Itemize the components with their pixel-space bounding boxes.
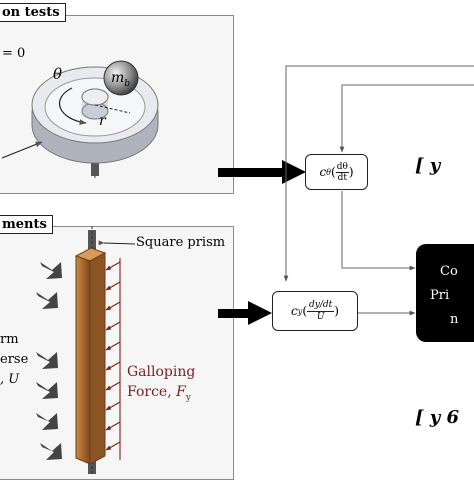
rotary-device <box>1 60 159 178</box>
square-prism <box>74 226 136 474</box>
square-prism-label: Square prism <box>136 235 226 250</box>
theta-label: θ <box>53 65 63 83</box>
radius-label: r <box>99 113 106 129</box>
feedback-lines <box>283 65 474 316</box>
wind-panel-title: ments <box>0 215 53 234</box>
flow-label-1: rm <box>0 332 19 347</box>
flow-arrows <box>36 262 62 460</box>
rotary-panel-title: on tests <box>0 3 66 22</box>
flow-label-3: , U <box>0 372 20 387</box>
galloping-label: Galloping <box>127 364 196 380</box>
initial-condition: = 0 <box>2 46 26 61</box>
output-vector-top: [ y <box>415 155 441 176</box>
galloping-force-label: Force, Fy <box>127 384 191 403</box>
output-vector-bottom: [ y 6 <box>415 407 460 428</box>
model-block: Co Pri n <box>416 244 474 342</box>
galloping-force-arrows <box>105 258 121 460</box>
wind-test-panel <box>0 226 234 480</box>
input-arrows <box>218 160 306 325</box>
flow-label-2: erse <box>0 352 29 367</box>
mass-label: mb <box>111 70 131 89</box>
